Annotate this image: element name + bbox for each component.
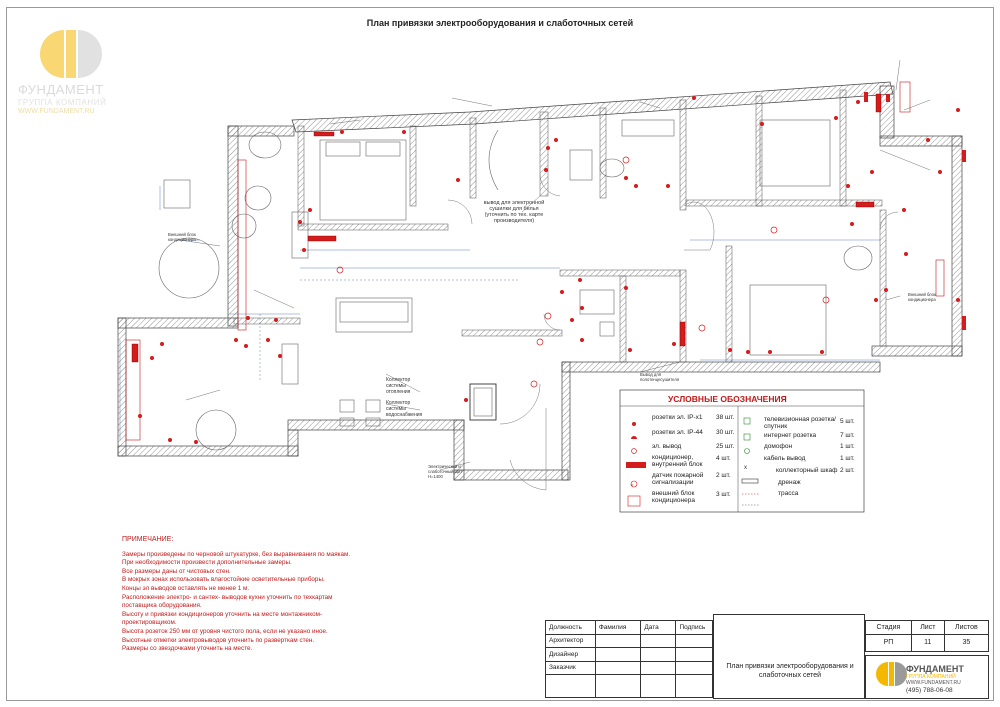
ac-indoor-units [131,93,882,363]
note-line: поставщика оборудования. [122,602,202,610]
annotation-electric-panel: Электрический и слаботочный щит H=1400 [428,464,463,479]
tb-stage-label: Стадия [865,620,912,635]
edge-markers [864,92,966,330]
outer-walls [117,81,963,481]
tb-sheet-label: Лист [910,620,945,635]
title-block-logo-area [865,655,989,699]
annotation-collector-water: Коллектор системы водоснабжения [386,400,423,418]
notes-heading: ПРИМЕЧАНИЕ: [122,536,174,543]
note-line: При необходимости произвести дополнитель… [122,559,292,567]
brand-name: ФУНДАМЕНТ [906,664,964,674]
note-line: Концы эл выводов оставлять не менее 1 м. [122,584,250,592]
armchair-icon [248,131,282,159]
bathtub-icon [599,158,625,178]
legend-box [619,389,865,513]
legend-symbols: x x [626,417,760,507]
bed-bedroom-3 [759,119,831,187]
annotation-ac-outer-2: Внешний блок кондиционера [908,292,936,302]
round-table [158,237,220,299]
legend-title: УСЛОВНЫЕ ОБОЗНАЧЕНИЯ [668,394,787,404]
title-block-sheet: Стадия Лист Листов РП 11 35 [865,620,990,652]
annotation-towel: Вывод для полотенцесушителя [640,372,680,382]
watermark-brand-site: WWW.FUNDAMENT.RU [18,108,95,115]
bed-bedroom-2 [749,284,827,356]
note-line: проектировщиком. [122,619,177,627]
annotation-dryer: вывод для электронной сушилки для белья … [483,200,545,224]
tb-header: Подпись [675,620,713,635]
door-swings [447,173,899,491]
watermark-logo: ФУНДАМЕНТ ГРУППА КОМПАНИЙ WWW.FUNDAMENT.… [14,22,144,122]
tb-sheet: 11 [910,633,945,652]
brand-phone: (495) 788-06-08 [906,687,953,694]
tb-role: Архитектор [545,633,596,648]
tb-header: Должность [545,620,596,635]
watermark-brand-group: ГРУППА КОМПАНИЙ [18,98,107,107]
tb-role: Заказчик [545,660,596,675]
fundament-logo-small-icon [876,662,907,686]
title-block-signatures: Должность Фамилия Дата Подпись Архитекто… [545,620,713,698]
tb-sheets: 35 [943,633,990,652]
note-line: Размеры со звездочками уточнить на месте… [122,645,253,653]
sofa [335,297,413,333]
dimension-lines [119,186,880,440]
tb-sheets-label: Листов [943,620,990,635]
title-block-frame [713,614,865,699]
svg-text:x: x [631,482,633,487]
note-line: Высота розеток 250 мм от уровня чистого … [122,627,328,635]
tb-role: Дизайнер [545,647,596,662]
note-line: Расположение электро- и сантех- выводов … [122,593,333,601]
note-line: Все размеры даны от чистовых стен. [122,567,231,575]
note-line: Высоту и привязки кондиционеров уточнить… [122,610,323,618]
page-title: План привязки электрооборудования и слаб… [366,18,634,28]
furniture [158,119,873,451]
tb-stage: РП [865,633,912,652]
note-line: Замеры произведены по черновой штукатурк… [122,550,351,558]
notes: ПРИМЕЧАНИЕ: Замеры произведены по чернов… [122,536,422,654]
legend-item: дренаж [778,479,801,486]
tb-header: Фамилия [594,620,642,635]
drawing-frame [6,7,994,701]
brand-group: ГРУППА КОМПАНИЙ [906,674,956,680]
bed-bedroom-1 [319,139,407,221]
tb-header: Дата [640,620,677,635]
electric-outputs [336,156,830,388]
note-line: Высотные отметки электровыводов уточнить… [122,636,315,644]
interior-walls [233,89,887,363]
leader-lines [179,59,931,471]
note-line: В мокрых зонах использовать влагостойкие… [122,576,325,584]
radiators [125,81,945,441]
fundament-logo-icon [40,30,102,78]
sockets [138,96,960,444]
annotation-ac-outer: Внешний блок кондиционера [168,232,196,242]
legend-item: трасса [778,490,799,497]
title-block-drawing-title: План привязки электрооборудования и слаб… [726,663,854,679]
brand-site: WWW.FUNDAMENT.RU [906,680,961,686]
watermark-brand-name: ФУНДАМЕНТ [18,82,104,97]
annotation-collector-heating: Коллектор системы отопления [386,377,411,395]
svg-text:x: x [744,465,747,471]
